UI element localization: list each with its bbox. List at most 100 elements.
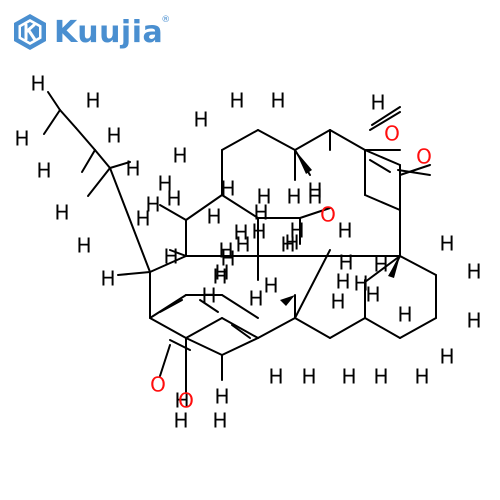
wedge-bond [295, 150, 312, 174]
hydrogen-atom-label: H [270, 89, 285, 113]
bond-line [257, 317, 296, 339]
hydrogen-atom-label: H [439, 345, 454, 369]
hydrogen-atom-label: H [353, 272, 368, 296]
bond-line [109, 167, 151, 273]
hydrogen-atom-label: H [145, 193, 160, 217]
hydrogen-atom-label: H [76, 234, 91, 258]
oxygen-atom-label: O [150, 373, 166, 397]
bond-line [364, 194, 401, 211]
hydrogen-atom-label: H [220, 177, 235, 201]
hydrogen-atom-label: H [100, 267, 115, 291]
hydrogen-atom-label: H [263, 274, 278, 298]
hydrogen-atom-label: H [174, 389, 189, 413]
hydrogen-atom-label: H [212, 409, 227, 433]
hydrogen-atom-label: H [220, 247, 235, 271]
hydrogen-atom-label: H [172, 144, 187, 168]
hydrogen-atom-label: H [301, 365, 316, 389]
hydrogen-atom-label: H [233, 221, 248, 245]
hydrogen-atom-label: H [54, 201, 69, 225]
hydrogen-atom-label: H [166, 187, 181, 211]
bond-line [221, 129, 259, 151]
hydrogen-atom-label: H [268, 365, 283, 389]
hydrogen-atom-label: H [370, 91, 385, 115]
bond-line [159, 299, 183, 313]
bond-line [169, 339, 191, 351]
hydrogen-atom-label: H [201, 284, 216, 308]
hydrogen-atom-label: H [135, 207, 150, 231]
kuujia-hexagon-k-icon [14, 14, 46, 50]
hydrogen-atom-label: H [335, 270, 350, 294]
bond-line [221, 317, 259, 339]
bond-line [294, 317, 331, 339]
bond-line [221, 294, 259, 319]
hydrogen-atom-label: H [307, 185, 322, 209]
hydrogen-atom-label: H [163, 245, 178, 269]
bond-line [159, 344, 171, 377]
hydrogen-atom-label: H [284, 231, 299, 255]
hydrogen-atom-label: H [439, 232, 454, 256]
registered-trademark-mark: ® [161, 15, 171, 25]
bond-line [371, 106, 401, 126]
bond-line [257, 129, 296, 151]
bond-line [329, 129, 366, 151]
hydrogen-atom-label: H [253, 201, 268, 225]
bond-line [369, 111, 401, 131]
hydrogen-atom-label: H [414, 365, 429, 389]
hydrogen-atom-label: H [330, 290, 345, 314]
bond-line [364, 317, 401, 339]
bond-line [149, 255, 187, 273]
hydrogen-atom-label: H [289, 219, 304, 243]
bond-line [185, 194, 223, 221]
bond-lines [43, 91, 437, 393]
hydrogen-atom-label: H [214, 261, 229, 285]
hydrogen-atom-label: H [206, 205, 221, 229]
hydrogen-atom-label: H [30, 72, 45, 96]
bond-line [221, 194, 259, 219]
bond-line [221, 337, 259, 356]
hydrogen-atom-label: H [341, 365, 356, 389]
oxygen-atom-label: O [416, 145, 432, 169]
hydrogen-atom-label: H [106, 124, 121, 148]
bond-line [399, 164, 431, 176]
bond-line [109, 161, 131, 169]
bond-line [299, 207, 331, 219]
hydrogen-atom-label: H [248, 287, 263, 311]
hydrogen-atom-label: H [466, 260, 481, 284]
bond-line [43, 109, 61, 135]
hydrogen-atom-label: H [280, 233, 295, 257]
bond-line [94, 149, 111, 169]
oxygen-atom-label: O [178, 389, 194, 413]
bond-line [199, 299, 219, 313]
bond-line [185, 317, 223, 339]
kuujia-logo: Kuujia ® [10, 12, 170, 52]
bond-line [81, 149, 96, 173]
hydrogen-atom-label: H [36, 159, 51, 183]
hydrogen-atom-label: H [157, 172, 172, 196]
hydrogen-atom-label: H [235, 233, 250, 257]
hydrogen-atom-label: H [251, 220, 266, 244]
wedge-bond [280, 295, 295, 306]
hydrogen-atom-label: H [397, 303, 412, 327]
bond-line [75, 127, 96, 151]
bond-line [169, 249, 187, 257]
bond-line [231, 324, 251, 339]
hydrogen-atom-label: H [373, 253, 388, 277]
bond-line [185, 337, 223, 356]
bond-line [399, 317, 437, 339]
hydrogen-atom-label: H [218, 239, 233, 263]
hydrogen-atom-label: H [212, 265, 227, 289]
hydrogen-atom-label: H [14, 127, 29, 151]
hydrogen-atom-label: H [286, 185, 301, 209]
hydrogen-atom-label: H [373, 365, 388, 389]
bond-line [149, 317, 187, 339]
hydrogen-atom-label: H [365, 283, 380, 307]
hydrogen-atom-label: H [307, 179, 322, 203]
hydrogen-atom-label: H [338, 251, 353, 275]
hydrogen-atom-label: H [256, 185, 271, 209]
bond-line [364, 255, 401, 283]
bond-line [294, 249, 331, 319]
bond-line [329, 317, 366, 339]
bond-line [397, 169, 431, 176]
bond-line [399, 255, 437, 276]
